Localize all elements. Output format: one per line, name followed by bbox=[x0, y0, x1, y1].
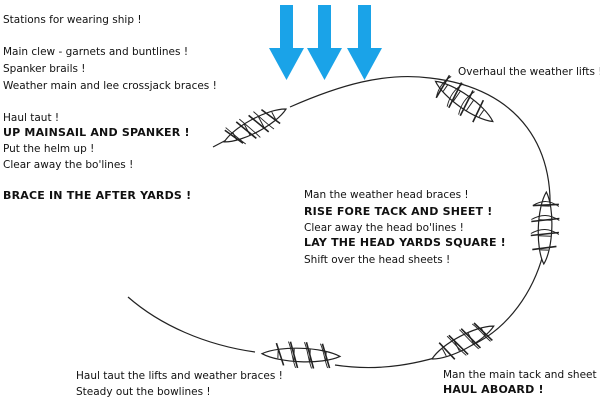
sailing-ship-icon bbox=[530, 190, 560, 266]
order-overhaul-lifts: Overhaul the weather lifts ! bbox=[458, 66, 600, 78]
down-arrow-icon bbox=[269, 5, 304, 80]
wind-arrows bbox=[269, 5, 382, 80]
order-man-main-tack: Man the main tack and sheet ! bbox=[443, 369, 600, 381]
order-clear-bolines: Clear away the bo'lines ! bbox=[3, 159, 134, 171]
order-lay-head-yards: LAY THE HEAD YARDS SQUARE ! bbox=[304, 236, 506, 249]
order-helm-up: Put the helm up ! bbox=[3, 143, 95, 155]
order-spanker-brails: Spanker brails ! bbox=[3, 63, 86, 75]
sailing-ship-icon bbox=[434, 74, 494, 123]
order-haul-aboard: HAUL ABOARD ! bbox=[443, 383, 544, 396]
down-arrow-icon bbox=[347, 5, 382, 80]
sailing-ship-icon bbox=[223, 108, 288, 145]
order-up-mainsail: UP MAINSAIL AND SPANKER ! bbox=[3, 126, 190, 139]
order-brace-after-yards: BRACE IN THE AFTER YARDS ! bbox=[3, 189, 192, 202]
course-path-exit bbox=[127, 296, 256, 353]
down-arrow-icon bbox=[307, 5, 342, 80]
order-weather-braces: Weather main and lee crossjack braces ! bbox=[3, 80, 217, 92]
order-haul-taut: Haul taut ! bbox=[3, 112, 60, 124]
order-rise-fore-tack: RISE FORE TACK AND SHEET ! bbox=[304, 205, 493, 218]
order-main-clew: Main clew - garnets and buntlines ! bbox=[3, 46, 189, 58]
order-clear-head-bolines: Clear away the head bo'lines ! bbox=[304, 222, 464, 234]
sailing-ship-icon bbox=[430, 322, 495, 360]
order-man-head-braces: Man the weather head braces ! bbox=[304, 189, 469, 201]
order-stations: Stations for wearing ship ! bbox=[3, 14, 142, 26]
order-haul-lifts: Haul taut the lifts and weather braces ! bbox=[76, 370, 283, 382]
sailing-ship-icon bbox=[260, 341, 342, 369]
order-steady-bowlines: Steady out the bowlines ! bbox=[76, 386, 211, 398]
order-shift-head-sheets: Shift over the head sheets ! bbox=[304, 254, 451, 266]
